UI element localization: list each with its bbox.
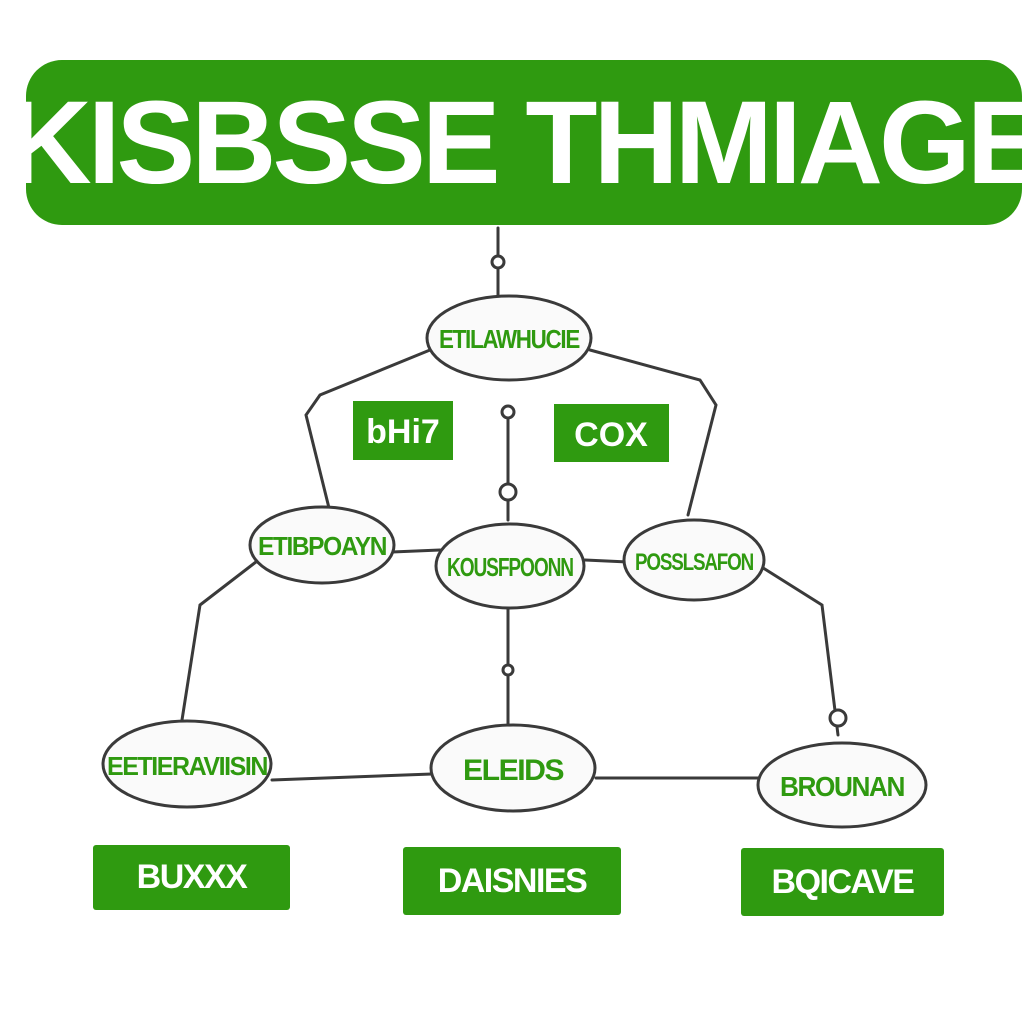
connector-top-to-left [304, 348, 432, 514]
node-right-label: POSSLSAFON [635, 549, 753, 576]
node-bottom-right: BROUNAN [756, 741, 928, 829]
node-bottom-center-label: ELEIDS [463, 754, 563, 787]
bottom-box-right-label: BQICAVE [771, 862, 915, 901]
node-bottom-left: EETIERAVIISIN [101, 719, 273, 809]
bottom-box-center: DAISNIES [403, 847, 621, 915]
connector-left-to-center [390, 548, 442, 554]
node-left: ETIBPOAYN [248, 505, 396, 585]
bottom-box-left-label: BUXXX [136, 858, 248, 896]
node-top-label: ETILAWHUCIE [439, 324, 580, 354]
bottom-box-right: BQICAVE [741, 848, 944, 916]
connector-right-to-bottom-right [758, 564, 840, 737]
connector-markers [490, 254, 848, 728]
marker-dot [828, 708, 848, 728]
node-bottom-right-label: BROUNAN [780, 771, 904, 802]
bottom-box-center-label: DAISNIES [437, 861, 588, 900]
marker-dot [490, 254, 506, 270]
connector-top-to-right [588, 348, 718, 517]
diagram-title: KISBSSE THMIAGE [6, 76, 1024, 209]
bottom-box-left: BUXXX [93, 845, 290, 910]
node-bottom-left-label: EETIERAVIISIN [107, 751, 268, 781]
connectors [180, 226, 840, 782]
marker-dot [501, 663, 515, 677]
connector-bottom-left-to-bottom-center [270, 772, 434, 782]
mid-box-left: bHi7 [353, 401, 453, 460]
mid-box-left-label: bHi7 [366, 413, 440, 451]
connector-center-to-right [583, 558, 630, 564]
connector-left-to-bottom-left [180, 553, 267, 722]
node-center-label: KOUSFPOONN [447, 552, 574, 582]
marker-dot [500, 404, 516, 420]
mid-box-right: COX [554, 404, 669, 462]
node-right: POSSLSAFON [622, 518, 766, 602]
marker-dot [498, 482, 518, 502]
node-top: ETILAWHUCIE [425, 294, 593, 382]
node-left-label: ETIBPOAYN [258, 531, 387, 561]
mid-box-right-label: COX [574, 416, 648, 454]
title-banner: KISBSSE THMIAGE [7, 60, 1024, 225]
node-bottom-center: ELEIDS [429, 723, 597, 813]
node-center: KOUSFPOONN [434, 522, 586, 610]
